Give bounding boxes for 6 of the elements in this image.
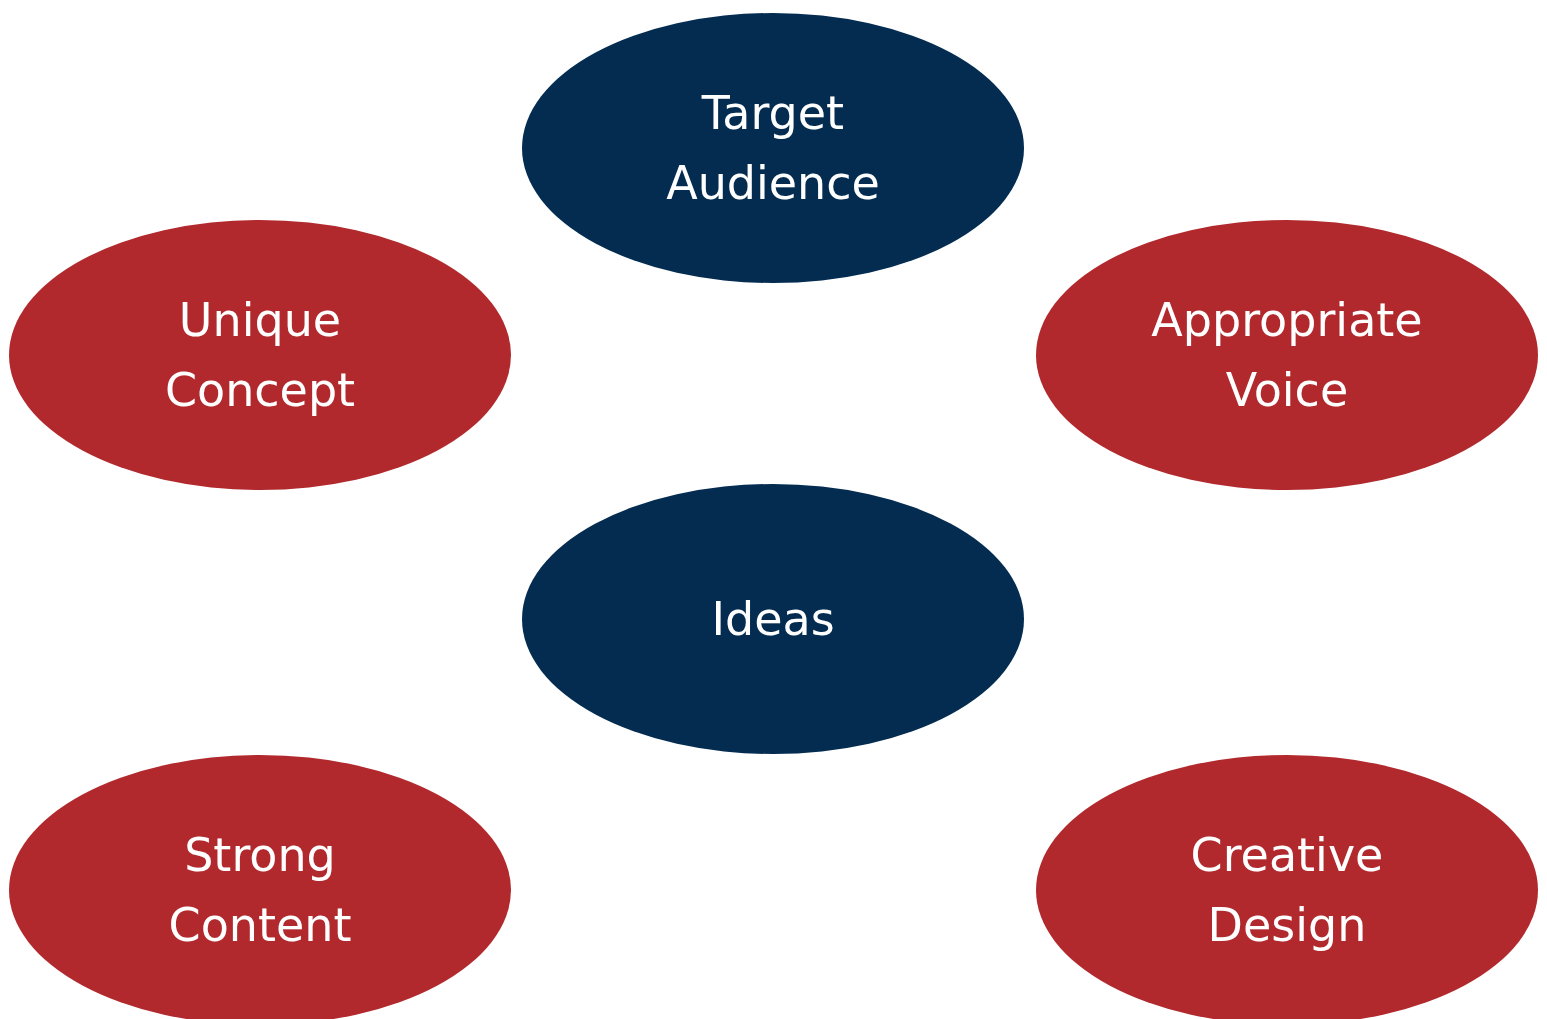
node-label: Unique Concept <box>163 292 357 419</box>
node-label: Creative Design <box>1189 827 1385 954</box>
node-label: Target Audience <box>665 85 881 212</box>
node-label: Strong Content <box>167 827 353 954</box>
node-label: Ideas <box>710 591 836 648</box>
node-label: Appropriate Voice <box>1150 292 1424 419</box>
